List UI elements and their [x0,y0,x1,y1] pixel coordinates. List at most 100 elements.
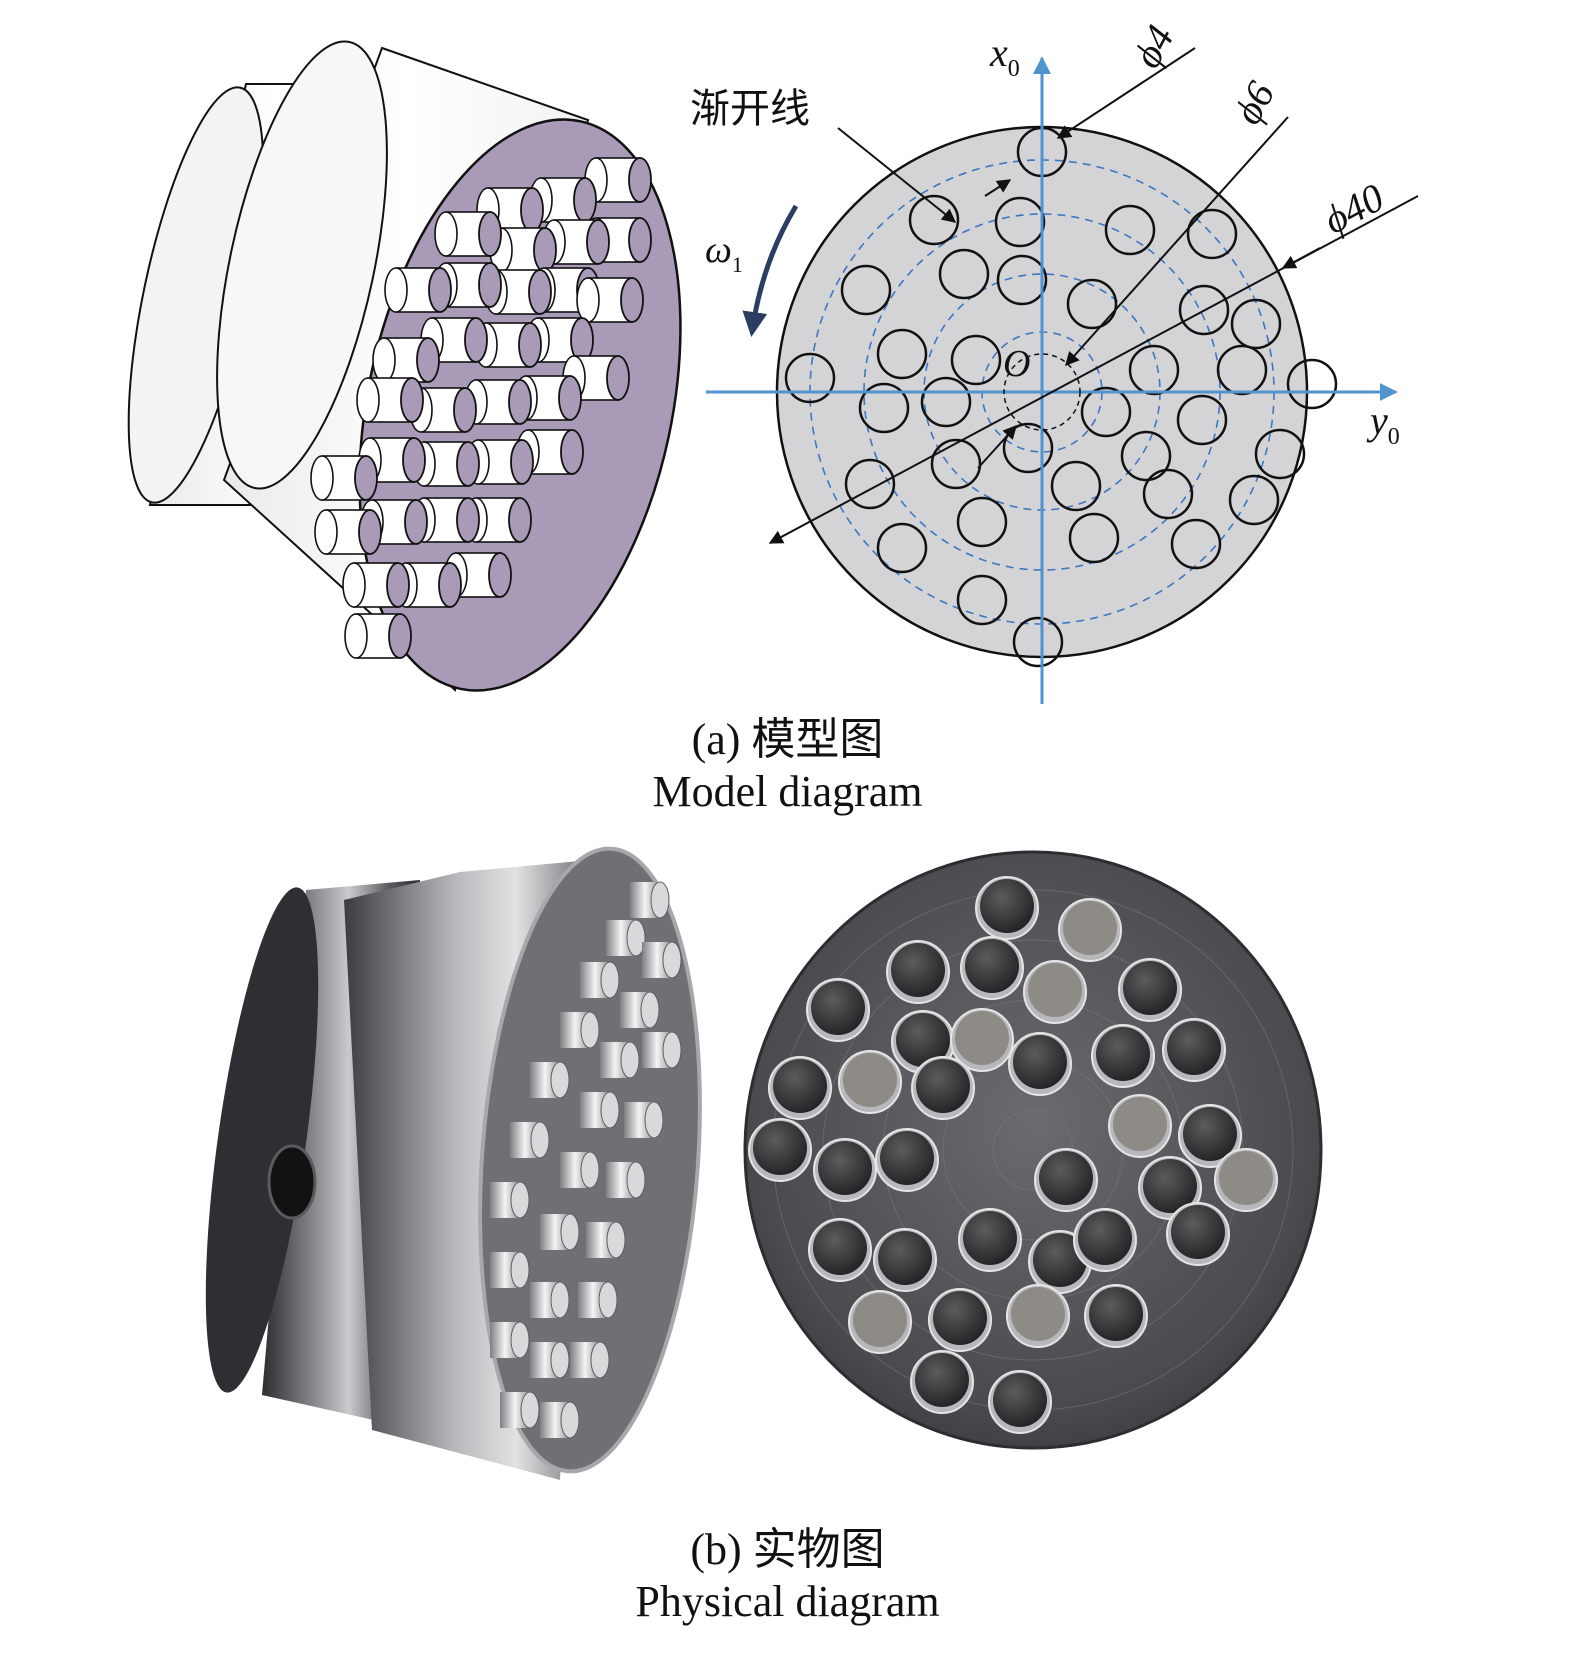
hole-circle [938,248,990,300]
photo-magnet [753,1121,807,1175]
hole-circle [844,458,896,510]
photo-pin-face [600,1091,620,1129]
hole-circle [1080,386,1132,438]
photo-magnet [1171,1205,1225,1259]
model-pin-face [386,562,410,608]
photo-magnet [1039,1151,1093,1205]
model-3d-view [127,40,682,692]
photo-magnet [1123,961,1177,1015]
photo-pin-face [644,1101,664,1139]
d6-arrow-lower [977,424,1017,469]
photo-pin-face [662,941,682,979]
photo-pin-face [598,1281,618,1319]
model-pin-face [453,387,477,433]
hole-circle [1254,428,1306,480]
photo-magnet [1089,1287,1143,1341]
photo-magnet [993,1373,1047,1427]
model-pin-face [358,509,382,555]
photo-pins [490,881,682,1439]
hole-circle [840,264,892,316]
photo-pin-face [510,1181,530,1219]
model-pin-face [628,217,652,263]
photo-magnet [853,1293,907,1347]
hole-circle [908,194,960,246]
photo-pin-face [650,881,670,919]
photo-magnet [878,1231,932,1285]
d6-leader [1065,116,1289,367]
photo-pin-face [600,961,620,999]
hole-circle [956,496,1008,548]
photo-pin-face [662,1031,682,1069]
hole-circle [1216,344,1268,396]
hole-circle [858,382,910,434]
model-pin-face [518,322,542,368]
d40-arrow-right [1281,247,1321,269]
hole-circle [950,334,1002,386]
hole-circle [876,328,928,380]
caption-b-en: Physical diagram [635,1577,940,1626]
model-pin-back [314,509,338,555]
photo-pin-face [550,1061,570,1099]
photo-pin-face [510,1251,530,1289]
hole-circle [1178,284,1230,336]
hole-circle [1066,278,1118,330]
hole-circles [784,126,1338,668]
model-pin-face [488,552,512,598]
schematic-view: 渐开线 x0 y0 O ω1 ϕ4 ϕ6 ϕ40 [690,18,1419,704]
d4-leader [1056,47,1196,139]
hole-circle [1176,394,1228,446]
model-pin-face [533,227,557,273]
hole-circle [1142,468,1194,520]
model-pin-face [520,187,544,233]
x0-axis-label: x0 [989,30,1020,82]
d4-arrow-lower [984,179,1012,197]
photo-magnet [980,879,1034,933]
hole-circle [996,254,1048,306]
model-pin-face [416,337,440,383]
hole-circle [1128,344,1180,396]
hole-circle [1286,358,1338,410]
model-pin-face [354,455,378,501]
photo-pin-face [626,1161,646,1199]
photo-pin-face [560,1401,580,1439]
photo-pin-face [606,1221,626,1259]
caption-a-cn: (a) 模型图 [691,715,884,764]
photo-magnet [1028,963,1082,1017]
model-pin-face [478,262,502,308]
photo-pin-face [580,1011,600,1049]
caption-b-cn: (b) 实物图 [690,1525,885,1574]
photo-pin-face [590,1341,610,1379]
photo-pin-face [580,1151,600,1189]
photo-magnet [896,1013,950,1067]
d6-label: ϕ6 [1224,74,1283,131]
photo-pin-face [560,1213,580,1251]
photo-magnets [748,876,1278,1434]
photo-pin-face [620,1041,640,1079]
photo-magnet [1011,1287,1065,1341]
hole-circle [1002,422,1054,474]
caption-a-en: Model diagram [652,767,923,816]
hole-circle [956,574,1008,626]
photo-3d-view [205,846,702,1480]
model-pin-face [438,562,462,608]
center-dashed-circle [1003,353,1081,431]
model-pin-face [388,613,412,659]
photo-magnet [818,1141,872,1195]
hole-circle [1120,430,1172,482]
photo-magnet [1096,1027,1150,1081]
model-pin-face [402,437,426,483]
photo-magnet [1219,1151,1273,1205]
photo-magnet [1183,1107,1237,1161]
hole-circle [876,522,928,574]
photo-magnet [1113,1097,1167,1151]
model-pin-back [576,277,600,323]
model-pin-face [586,219,610,265]
hole-circle [1230,298,1282,350]
model-pin-back [310,455,334,501]
model-pin-back [384,267,408,313]
hole-circle [1186,208,1238,260]
involute-leader [837,127,957,223]
model-pin-back [372,337,396,383]
involute-label: 渐开线 [690,86,810,132]
